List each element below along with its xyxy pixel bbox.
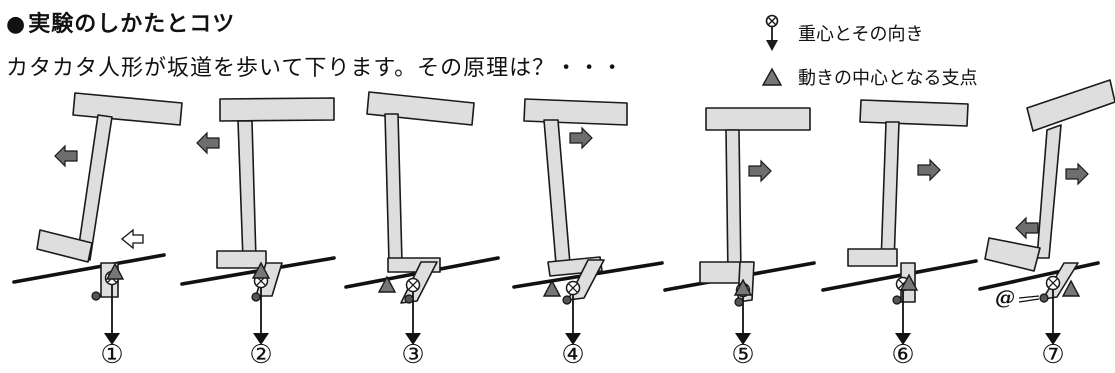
step-label: ② — [249, 340, 272, 370]
gravity-arrowhead — [405, 333, 421, 345]
subtitle-text: カタカタ人形が坂道を歩いて下ります。その原理は？・・・ — [6, 56, 625, 81]
leg-main — [725, 129, 742, 277]
step-label: ④ — [561, 340, 584, 370]
leg-main — [76, 114, 113, 261]
open-motion-arrow — [120, 228, 144, 250]
pivot-triangle — [1061, 279, 1081, 297]
motion-arrow — [917, 158, 941, 182]
gravity-arrowhead — [895, 333, 911, 345]
pivot-triangle — [377, 275, 397, 293]
center-of-gravity-marker — [405, 277, 421, 293]
gravity-arrowhead — [253, 333, 269, 345]
step-label: ⑦ — [1041, 340, 1064, 370]
step-figure-2: ② — [180, 97, 336, 370]
annotation-pointer — [1018, 295, 1040, 299]
foot — [216, 250, 267, 269]
foot — [984, 237, 1041, 272]
motion-arrow — [54, 144, 78, 168]
leg-main — [543, 119, 571, 265]
legend-center-of-gravity: 重心とその向き — [758, 14, 923, 52]
hip-joint — [1039, 293, 1049, 303]
step-figure-3: ③ — [344, 91, 500, 370]
gravity-arrowhead — [735, 333, 751, 345]
step-label: ③ — [401, 340, 424, 370]
annotation-at-label: @ — [995, 285, 1015, 309]
motion-arrow — [569, 126, 593, 150]
top-bar — [523, 98, 628, 126]
center-of-gravity-icon — [758, 14, 786, 52]
gravity-arrowhead — [565, 333, 581, 345]
motion-arrow — [1065, 162, 1089, 186]
pivot-triangle — [251, 261, 271, 279]
legend-pivot: 動きの中心となる支点 — [758, 64, 977, 90]
foot — [847, 248, 898, 267]
top-bar — [366, 91, 475, 126]
hip-joint — [251, 292, 261, 302]
leg-main — [237, 120, 257, 261]
foot — [36, 229, 93, 263]
pivot-triangle — [733, 278, 753, 296]
step-figure-1: ① — [12, 92, 183, 370]
top-bar — [72, 92, 183, 126]
top-bar — [859, 99, 969, 127]
heading-bullet: ● — [6, 12, 27, 37]
center-of-gravity-marker — [1045, 275, 1061, 291]
hip-joint — [404, 294, 414, 304]
heading-text: 実験のしかたとコツ — [28, 12, 236, 37]
step-label: ⑥ — [891, 340, 914, 370]
hip-joint — [91, 291, 101, 301]
pivot-triangle-icon — [758, 67, 786, 87]
gravity-arrowhead — [1045, 333, 1061, 345]
pivot-triangle — [899, 273, 919, 291]
leg-main — [1036, 124, 1062, 259]
slope-line — [821, 259, 978, 292]
annotation-pointer — [1018, 298, 1040, 303]
hip-joint — [734, 297, 744, 307]
legend-center-of-gravity-label: 重心とその向き — [798, 24, 924, 45]
step-label: ⑤ — [731, 340, 754, 370]
leg-main — [880, 121, 900, 264]
step-label: ① — [100, 340, 123, 370]
step-figure-6: ⑥ — [821, 99, 978, 370]
step-figure-5: ⑤ — [663, 107, 816, 370]
hip-joint — [892, 295, 902, 305]
motion-arrow — [196, 131, 220, 155]
step-figure-4: ④ — [512, 98, 664, 370]
motion-arrow — [748, 159, 772, 183]
pivot-triangle — [105, 262, 125, 280]
top-bar — [1026, 79, 1115, 132]
top-bar — [705, 107, 811, 131]
slope-line — [12, 253, 166, 284]
slope-line — [978, 261, 1100, 291]
legend-pivot-label: 動きの中心となる支点 — [798, 68, 978, 89]
center-of-gravity-marker — [565, 280, 581, 296]
pivot-triangle — [542, 279, 562, 297]
motion-arrow — [1015, 216, 1039, 240]
leg-main — [384, 113, 403, 263]
step-figure-7: @⑦ — [978, 79, 1115, 370]
section-heading: ●実験のしかたとコツ — [6, 6, 235, 38]
hip-joint — [562, 295, 572, 305]
gravity-arrowhead — [104, 333, 120, 345]
top-bar — [219, 97, 335, 122]
